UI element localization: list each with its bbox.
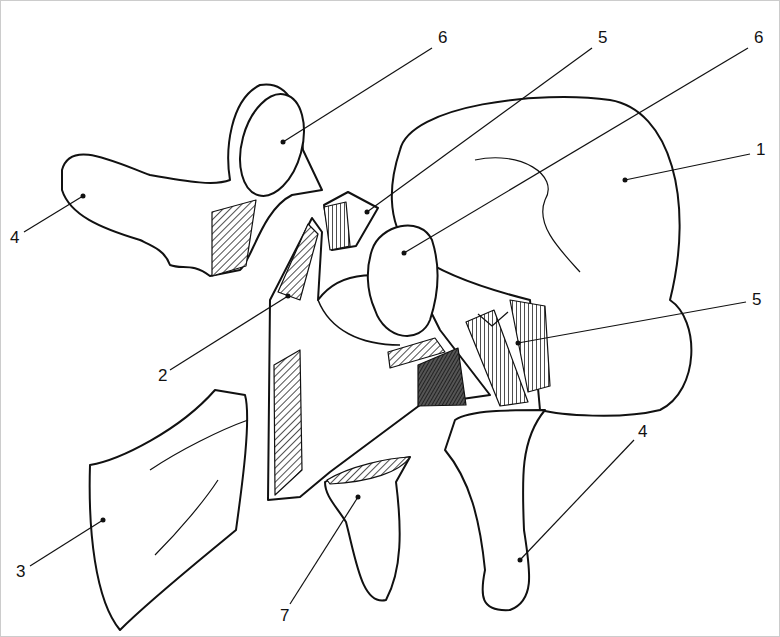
callout-number: 2: [156, 366, 169, 385]
callout-number: 6: [436, 28, 449, 47]
callout-number: 4: [636, 422, 649, 441]
callout-number: 5: [596, 28, 609, 47]
callout-number: 4: [8, 228, 21, 247]
callout-number: 1: [754, 140, 767, 159]
callout-number: 7: [278, 606, 291, 625]
callout-number: 3: [14, 562, 27, 581]
callout-number: 5: [750, 290, 763, 309]
callout-number: 6: [752, 28, 765, 47]
